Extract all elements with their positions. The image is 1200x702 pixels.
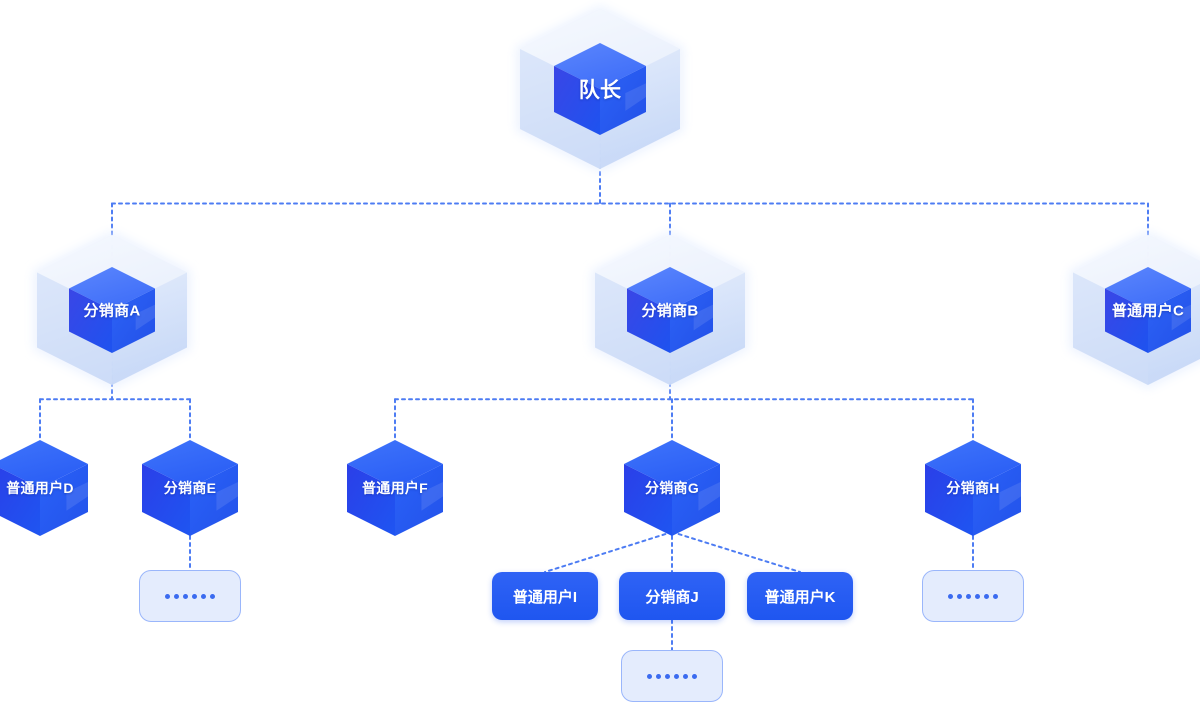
node-J[interactable]: 分销商J	[619, 572, 725, 620]
node-H[interactable]: 分销商H	[907, 422, 1039, 554]
node-C[interactable]: 普通用户C	[1055, 217, 1200, 403]
node-label-K: 普通用户K	[764, 588, 836, 606]
hex-cube-with-halo	[1069, 231, 1200, 389]
hex-cube	[347, 440, 443, 536]
ellipsis-dots-H-more	[948, 593, 998, 599]
node-A[interactable]: 分销商A	[19, 217, 205, 403]
node-G[interactable]: 分销商G	[606, 422, 738, 554]
node-B[interactable]: 分销商B	[577, 217, 763, 403]
node-E-more[interactable]	[139, 570, 241, 622]
node-D[interactable]: 普通用户D	[0, 422, 106, 554]
ellipsis-dots-E-more	[165, 593, 215, 599]
node-I[interactable]: 普通用户I	[492, 572, 598, 620]
node-J-more[interactable]	[621, 650, 723, 702]
node-H-more[interactable]	[922, 570, 1024, 622]
hex-cube-with-halo	[591, 231, 749, 389]
hex-cube	[624, 440, 720, 536]
hex-cube-with-halo	[33, 231, 191, 389]
hex-cube	[142, 440, 238, 536]
node-F[interactable]: 普通用户F	[329, 422, 461, 554]
node-K[interactable]: 普通用户K	[747, 572, 853, 620]
node-E[interactable]: 分销商E	[124, 422, 256, 554]
node-root[interactable]: 队长	[502, 0, 698, 187]
hex-cube-with-halo	[516, 5, 684, 173]
hex-cube	[925, 440, 1021, 536]
node-label-I: 普通用户I	[512, 588, 578, 606]
hex-cube	[0, 440, 88, 536]
node-label-J: 分销商J	[645, 588, 699, 606]
ellipsis-dots-J-more	[647, 673, 697, 679]
